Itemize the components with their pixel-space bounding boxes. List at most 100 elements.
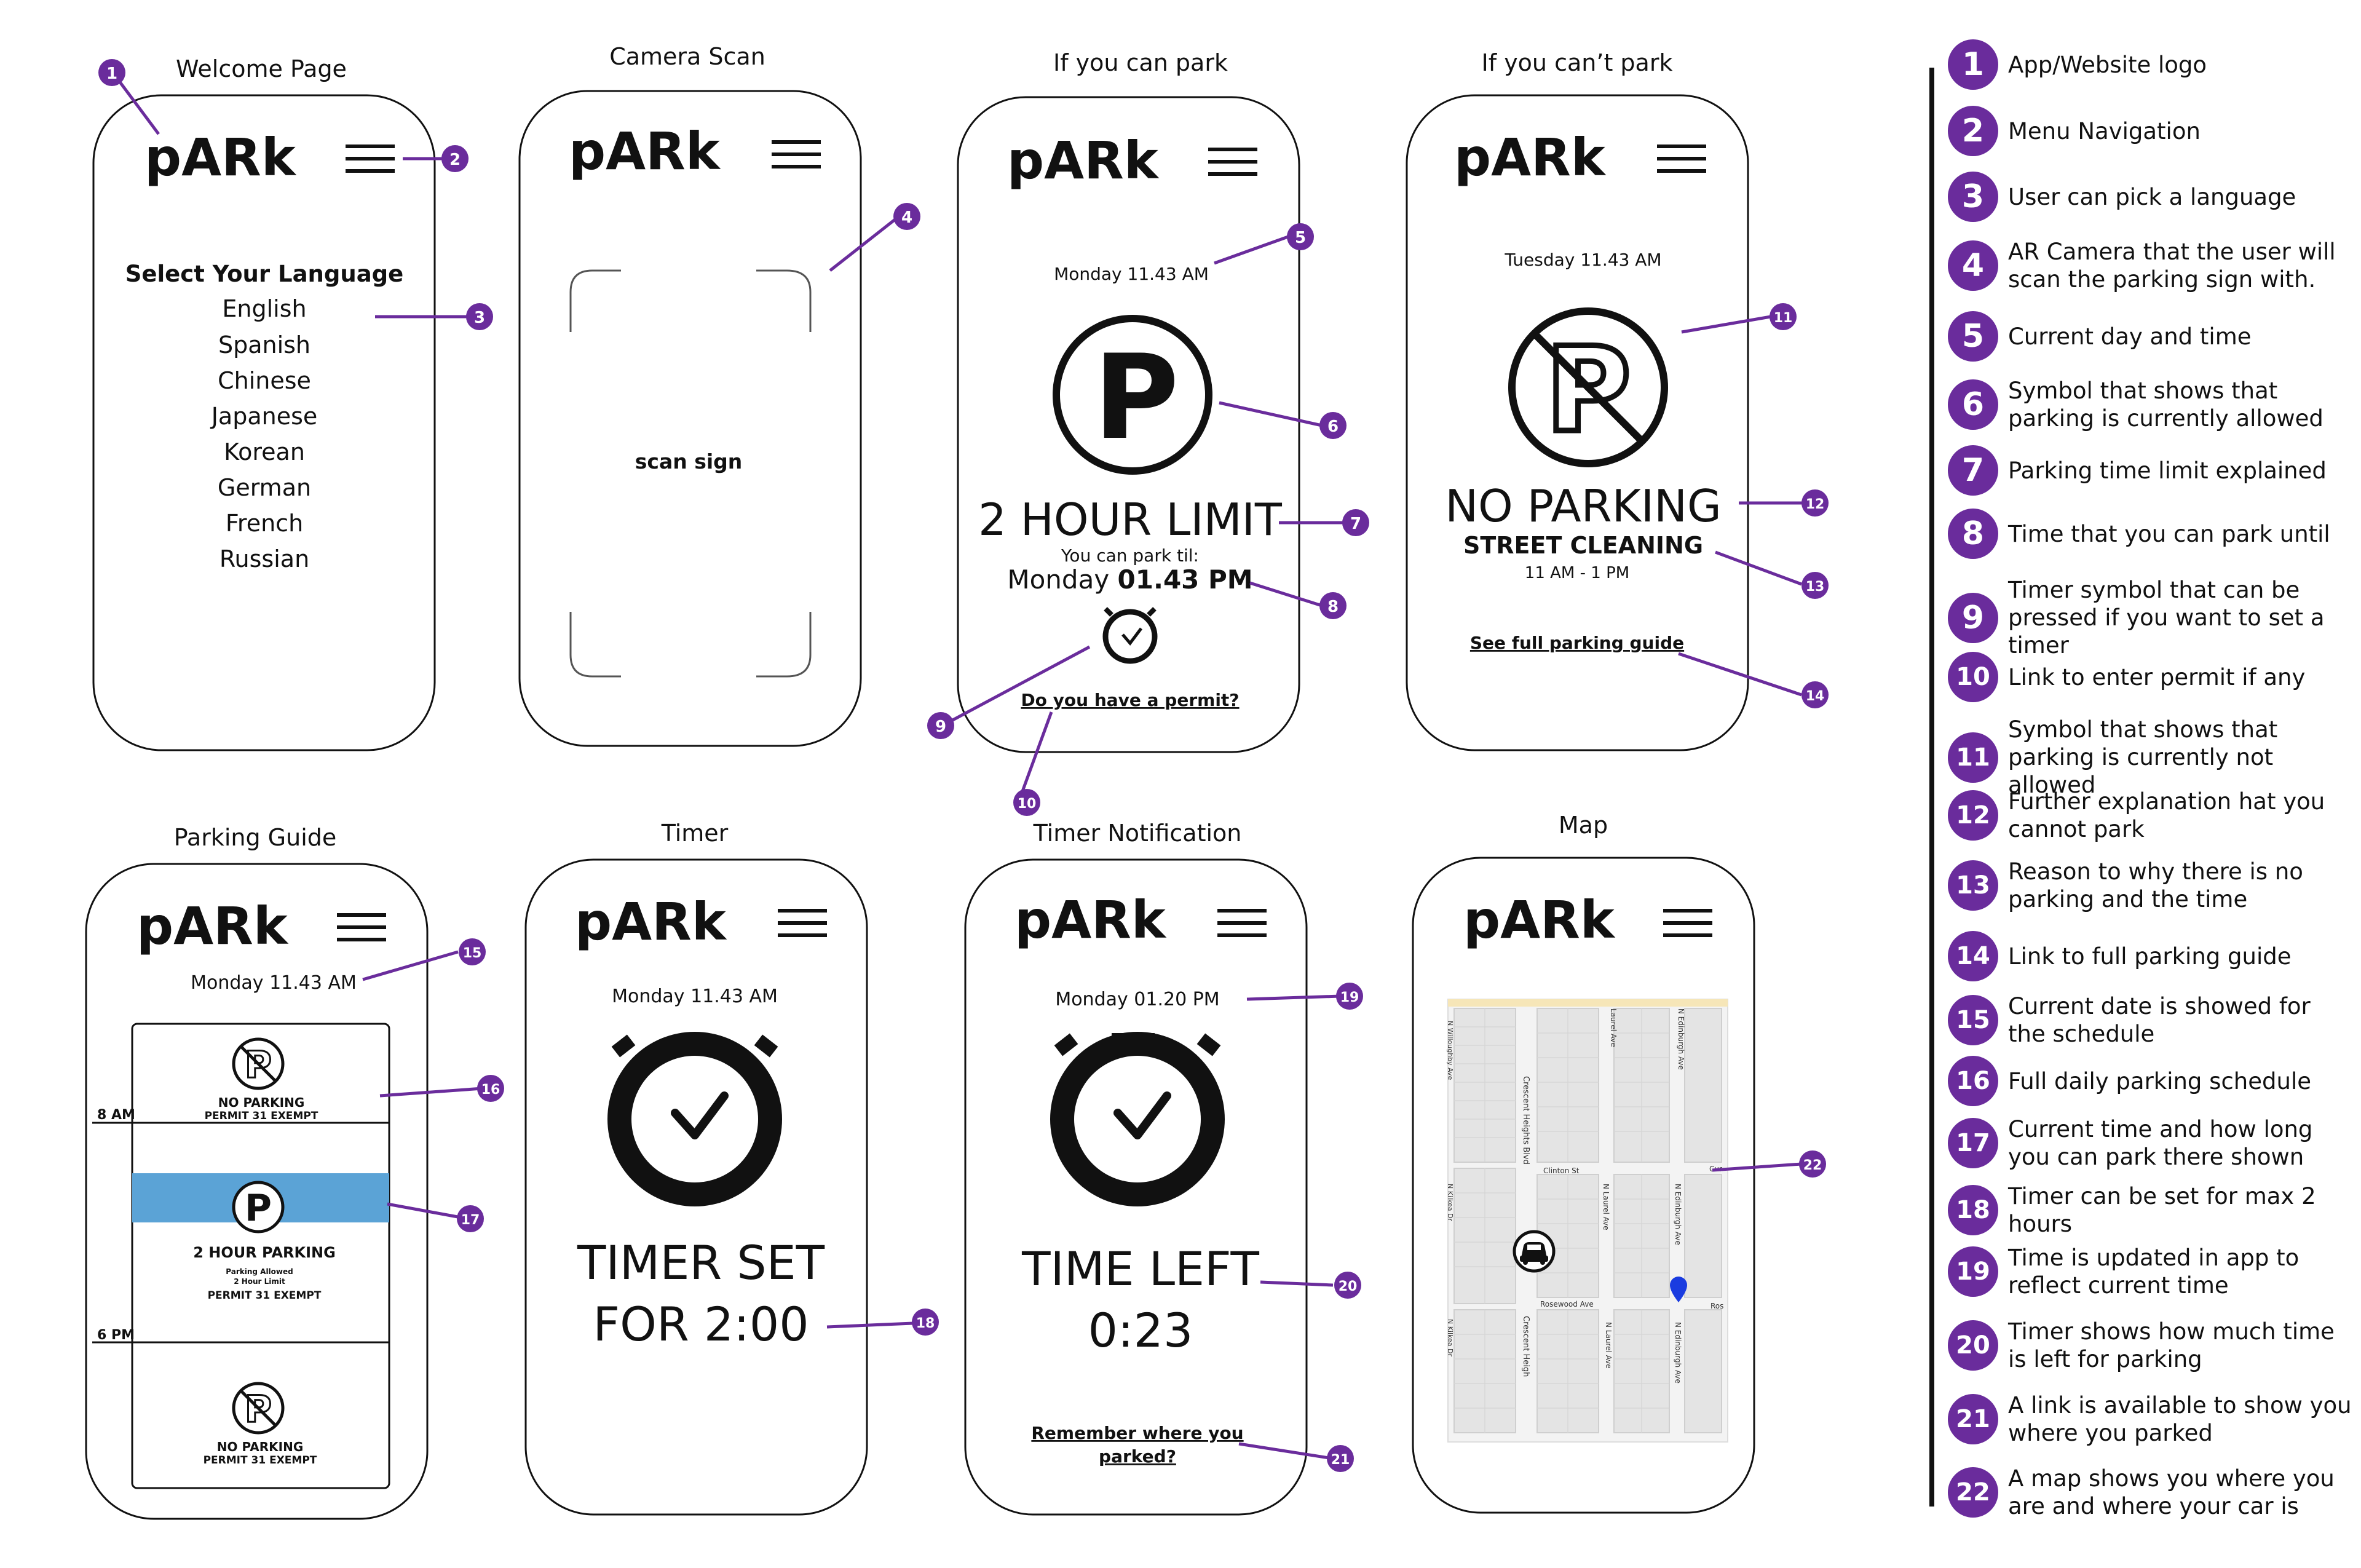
legend-number-badge: 1 bbox=[1948, 39, 1998, 90]
map-view[interactable] bbox=[1447, 999, 1728, 1443]
current-datetime: Monday 11.43 AM bbox=[1054, 264, 1209, 284]
legend-text: Time is updated in app to reflect curren… bbox=[2008, 1245, 2300, 1299]
legend-text: Current day and time bbox=[2008, 323, 2252, 350]
phone-frame-can-park bbox=[957, 96, 1300, 753]
stopwatch-icon[interactable] bbox=[607, 1032, 782, 1206]
menu-icon[interactable] bbox=[778, 909, 827, 937]
app-logo[interactable]: pARk bbox=[1454, 127, 1607, 188]
schedule-block-detail: Parking Allowed bbox=[226, 1267, 293, 1276]
svg-text:P: P bbox=[245, 1187, 272, 1230]
menu-icon[interactable] bbox=[346, 145, 395, 173]
menu-icon[interactable] bbox=[772, 140, 821, 168]
menu-icon[interactable] bbox=[1208, 148, 1257, 176]
callout-badge-9: 9 bbox=[927, 712, 954, 739]
schedule-block-sub: PERMIT 31 EXEMPT bbox=[205, 1110, 318, 1122]
language-option[interactable]: Chinese bbox=[218, 367, 311, 394]
current-datetime: Tuesday 11.43 AM bbox=[1504, 250, 1661, 270]
legend-number-badge: 15 bbox=[1948, 995, 1998, 1045]
parked-location-link[interactable]: Remember where you bbox=[1031, 1423, 1243, 1443]
callout-badge-16: 16 bbox=[477, 1075, 504, 1102]
language-option[interactable]: Spanish bbox=[218, 331, 310, 358]
legend-number-badge: 7 bbox=[1948, 445, 1998, 496]
legend-number-badge: 17 bbox=[1948, 1118, 1998, 1168]
map-street-label: Clinton St bbox=[1543, 1166, 1580, 1175]
phone-frame-guide bbox=[85, 863, 429, 1520]
language-option[interactable]: English bbox=[222, 295, 306, 322]
language-option[interactable]: Japanese bbox=[210, 403, 318, 430]
app-logo[interactable]: pARk bbox=[136, 896, 289, 956]
language-option[interactable]: German bbox=[218, 474, 311, 501]
park-until-label: You can park til: bbox=[1061, 545, 1199, 566]
language-option[interactable]: French bbox=[226, 510, 303, 537]
legend-text: Link to enter permit if any bbox=[2008, 663, 2306, 691]
callout-badge-20: 20 bbox=[1334, 1272, 1361, 1299]
legend-number-badge: 12 bbox=[1948, 790, 1998, 841]
current-datetime: Monday 11.43 AM bbox=[612, 986, 778, 1007]
app-logo[interactable]: pARk bbox=[575, 892, 727, 952]
callout-badge-4: 4 bbox=[893, 203, 920, 230]
callout-badges: 1 2 3 4 5 6 7 8 9 10 11 12 13 14 15 16 1… bbox=[98, 59, 1829, 1472]
schedule-block-sub: PERMIT 31 EXEMPT bbox=[208, 1289, 322, 1302]
menu-icon[interactable] bbox=[1663, 909, 1712, 937]
app-logo[interactable]: pARk bbox=[144, 127, 297, 188]
menu-icon[interactable] bbox=[337, 913, 386, 941]
map-street-label: N Willoughby Ave bbox=[1446, 1021, 1454, 1080]
car-location-icon[interactable] bbox=[1513, 1230, 1556, 1273]
time-left-label: TIME LEFT bbox=[1021, 1241, 1259, 1296]
legend-text: User can pick a language bbox=[2008, 183, 2296, 210]
timer-icon[interactable] bbox=[1102, 607, 1158, 664]
legend-text: App/Website logo bbox=[2008, 51, 2207, 78]
park-until-time: Monday 01.43 PM bbox=[1007, 564, 1252, 595]
callout-badge-22: 22 bbox=[1799, 1150, 1826, 1178]
menu-icon[interactable] bbox=[1657, 145, 1706, 173]
map-street-label: Rosewood Ave bbox=[1540, 1300, 1594, 1309]
map-street-label: N Kilkea Dr bbox=[1446, 1319, 1454, 1357]
app-logo[interactable]: pARk bbox=[1007, 130, 1160, 191]
legend-text: Further explanation hat you cannot park bbox=[2008, 788, 2325, 842]
schedule-block-title: NO PARKING bbox=[217, 1439, 304, 1454]
timer-set-line2: FOR 2:00 bbox=[593, 1297, 809, 1352]
screen-title-cant-park: If you can’t park bbox=[1482, 49, 1673, 76]
language-option[interactable]: Russian bbox=[219, 545, 309, 572]
app-logo[interactable]: pARk bbox=[569, 121, 721, 181]
screen-title-guide: Parking Guide bbox=[174, 824, 337, 851]
menu-icon[interactable] bbox=[1217, 909, 1267, 937]
legend-number-badge: 10 bbox=[1948, 652, 1998, 702]
svg-text:21: 21 bbox=[1331, 1452, 1350, 1468]
svg-text:15: 15 bbox=[463, 946, 482, 961]
phone-frame-notification bbox=[964, 858, 1308, 1516]
svg-text:11: 11 bbox=[1774, 311, 1793, 326]
language-option[interactable]: Korean bbox=[224, 438, 305, 465]
parking-guide-link[interactable]: See full parking guide bbox=[1470, 633, 1684, 653]
callout-badge-15: 15 bbox=[459, 938, 486, 965]
callout-badge-13: 13 bbox=[1801, 572, 1829, 599]
parking-allowed-icon: P bbox=[232, 1181, 285, 1233]
schedule-block-sub: PERMIT 31 EXEMPT bbox=[204, 1454, 317, 1467]
schedule-block-detail: 2 Hour Limit bbox=[234, 1277, 285, 1286]
app-logo[interactable]: pARk bbox=[1463, 890, 1616, 950]
permit-link[interactable]: Do you have a permit? bbox=[1021, 690, 1239, 710]
map-street-label: Ros bbox=[1710, 1302, 1723, 1310]
screen-title-camera: Camera Scan bbox=[609, 43, 765, 70]
screen-title-notification: Timer Notification bbox=[1033, 820, 1242, 847]
camera-viewfinder[interactable] bbox=[569, 269, 812, 678]
app-logo[interactable]: pARk bbox=[1014, 890, 1167, 950]
legend-text: Timer symbol that can be pressed if you … bbox=[2008, 577, 2325, 659]
stopwatch-icon bbox=[1050, 1032, 1225, 1206]
legend-text: Current date is showed for the schedule bbox=[2008, 993, 2311, 1047]
callout-badge-2: 2 bbox=[441, 145, 469, 172]
svg-text:16: 16 bbox=[481, 1082, 500, 1098]
legend-text: Full daily parking schedule bbox=[2008, 1067, 2311, 1095]
timer-set-line1: TIMER SET bbox=[577, 1235, 825, 1290]
svg-text:4: 4 bbox=[901, 208, 912, 227]
svg-text:8: 8 bbox=[1327, 598, 1339, 616]
parked-location-link[interactable]: parked? bbox=[1099, 1446, 1176, 1467]
